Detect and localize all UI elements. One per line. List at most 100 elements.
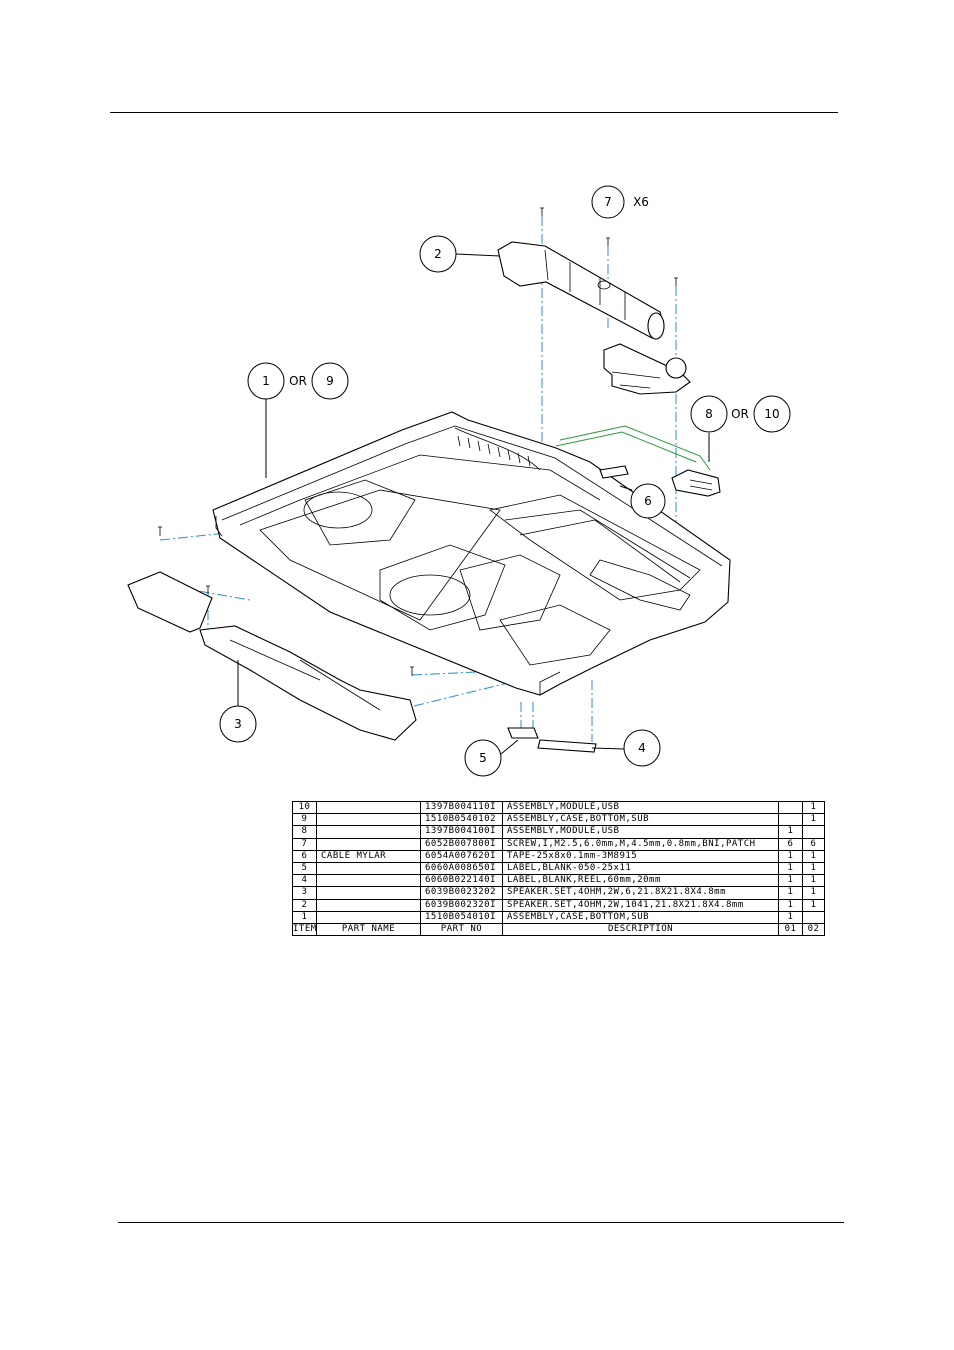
svg-text:8: 8 <box>705 407 713 421</box>
speaker-assembly-top <box>497 241 665 340</box>
bom-cell-q01: 1 <box>778 825 803 839</box>
callout-5: 5 <box>464 739 502 777</box>
bom-cell-description: SPEAKER.SET,4OHM,2W,1041,21.8X21.8X4.8mm <box>502 898 779 912</box>
bom-cell-q02: 1 <box>802 886 825 900</box>
bom-cell-description: SPEAKER.SET,4OHM,2W,6,21.8X21.8X4.8mm <box>502 886 779 900</box>
bom-cell-q01 <box>778 800 803 815</box>
bom-cell-item: 1 <box>292 910 317 924</box>
bom-cell-description: LABEL,BLANK-050-25x11 <box>502 861 779 876</box>
svg-text:9: 9 <box>326 374 334 388</box>
flex-cable <box>555 425 711 479</box>
callout-or-label-2: OR <box>731 407 749 421</box>
callout-2: 2 <box>419 235 457 273</box>
bom-cell-q02: 1 <box>802 898 825 912</box>
bom-cell-q02: 1 <box>802 800 825 815</box>
svg-text:6: 6 <box>644 494 652 508</box>
svg-text:7: 7 <box>604 195 612 209</box>
callout-3: 3 <box>219 705 257 743</box>
callout-10: 10 <box>753 395 791 433</box>
svg-text:2: 2 <box>434 247 442 261</box>
bom-cell-item: 10 <box>292 800 317 815</box>
footer-rule <box>118 1222 844 1223</box>
bom-cell-description: LABEL,BLANK,REEL,60mm,20mm <box>502 874 779 888</box>
bom-cell-part-name <box>316 874 421 888</box>
bom-header-q02: 02 <box>802 922 825 937</box>
bom-cell-item: 7 <box>292 837 317 851</box>
bottom-case <box>212 411 731 696</box>
bom-cell-q02: 6 <box>802 837 825 851</box>
bom-cell-part-name <box>316 898 421 912</box>
labels-4-5 <box>507 727 597 753</box>
bom-cell-part-name <box>316 910 421 924</box>
bom-cell-part-no: 6060A008650I <box>420 861 503 876</box>
bom-cell-part-no: 6039B0023202 <box>420 886 503 900</box>
bom-cell-description: ASSEMBLY,CASE,BOTTOM,SUB <box>502 910 779 924</box>
bom-cell-part-no: 6039B002320I <box>420 898 503 912</box>
bom-cell-part-no: 6060B022140I <box>420 874 503 888</box>
callout-4: 4 <box>623 729 661 767</box>
bom-cell-part-name <box>316 825 421 839</box>
bom-cell-q01: 1 <box>778 861 803 876</box>
bom-header-part-no: PART NO <box>420 922 503 937</box>
bom-cell-q02 <box>802 825 825 839</box>
callout-or-label: OR <box>289 374 307 388</box>
svg-text:10: 10 <box>764 407 779 421</box>
bom-cell-description: ASSEMBLY,MODULE,USB <box>502 800 779 815</box>
svg-text:4: 4 <box>638 741 646 755</box>
svg-text:5: 5 <box>479 751 487 765</box>
speaker-assembly-bottom <box>127 571 417 741</box>
bom-cell-description: ASSEMBLY,MODULE,USB <box>502 825 779 839</box>
bom-cell-part-name <box>316 813 421 827</box>
callout-x6-label: X6 <box>633 195 649 209</box>
bom-cell-part-name <box>316 861 421 876</box>
bom-cell-part-no: 1510B0540102 <box>420 813 503 827</box>
bom-cell-item: 2 <box>292 898 317 912</box>
bom-cell-q02 <box>802 910 825 924</box>
bom-cell-part-name <box>316 886 421 900</box>
bom-cell-part-no: 1510B054010I <box>420 910 503 924</box>
bom-cell-q01: 6 <box>778 837 803 851</box>
header-rule <box>110 112 838 113</box>
bom-cell-q01: 1 <box>778 886 803 900</box>
exploded-assembly-drawing: 1 OR 9 2 7 X6 8 OR 10 6 3 5 4 <box>127 185 791 777</box>
bom-header-item: ITEM <box>292 922 317 937</box>
bom-cell-item: 9 <box>292 813 317 827</box>
bom-cell-part-name: CABLE MYLAR <box>316 849 421 863</box>
bom-cell-q01: 1 <box>778 874 803 888</box>
bom-cell-item: 3 <box>292 886 317 900</box>
bom-cell-description: ASSEMBLY,CASE,BOTTOM,SUB <box>502 813 779 827</box>
bom-cell-part-name <box>316 837 421 851</box>
bom-cell-q01: 1 <box>778 849 803 863</box>
bom-cell-item: 6 <box>292 849 317 863</box>
bom-cell-part-name <box>316 800 421 815</box>
screws <box>158 207 678 676</box>
bom-cell-q02: 1 <box>802 813 825 827</box>
svg-text:3: 3 <box>234 717 242 731</box>
bom-header-part-name: PART NAME <box>316 922 421 937</box>
bom-cell-part-no: 1397B004100I <box>420 825 503 839</box>
bom-cell-item: 4 <box>292 874 317 888</box>
callout-8: 8 <box>690 395 728 433</box>
bom-cell-q01 <box>778 813 803 827</box>
speaker-assembly-bracket <box>603 343 691 395</box>
svg-text:1: 1 <box>262 374 270 388</box>
bom-cell-description: SCREW,I,M2.5,6.0mm,M,4.5mm,0.8mm,BNI,PAT… <box>502 837 779 851</box>
bom-cell-part-no: 1397B004110I <box>420 800 503 815</box>
callout-1: 1 <box>247 362 285 400</box>
bom-cell-part-no: 6054A007620I <box>420 849 503 863</box>
bom-cell-q01: 1 <box>778 898 803 912</box>
bom-cell-q01: 1 <box>778 910 803 924</box>
bom-cell-q02: 1 <box>802 849 825 863</box>
